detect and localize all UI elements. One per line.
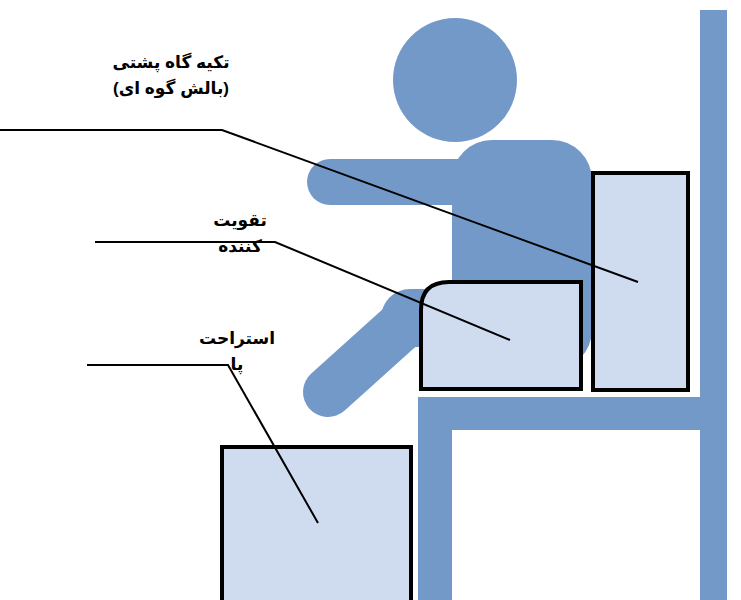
back-cushion: [593, 173, 688, 390]
footrest-box: [222, 447, 411, 600]
chair-back: [700, 10, 727, 600]
person-lower-leg: [328, 320, 408, 392]
chair-seat: [418, 397, 727, 430]
person-head: [393, 18, 517, 142]
part-label: تکیه گاه پشتی (بالش گوه ای): [104, 50, 238, 102]
leader-line: [95, 242, 510, 340]
part-label: استراحت پا: [195, 326, 279, 378]
part-label: تقویت کننده: [190, 208, 290, 260]
leader-line: [0, 130, 638, 282]
leader-line: [87, 365, 318, 523]
chair-leg: [418, 397, 452, 600]
person-arm: [330, 159, 480, 205]
